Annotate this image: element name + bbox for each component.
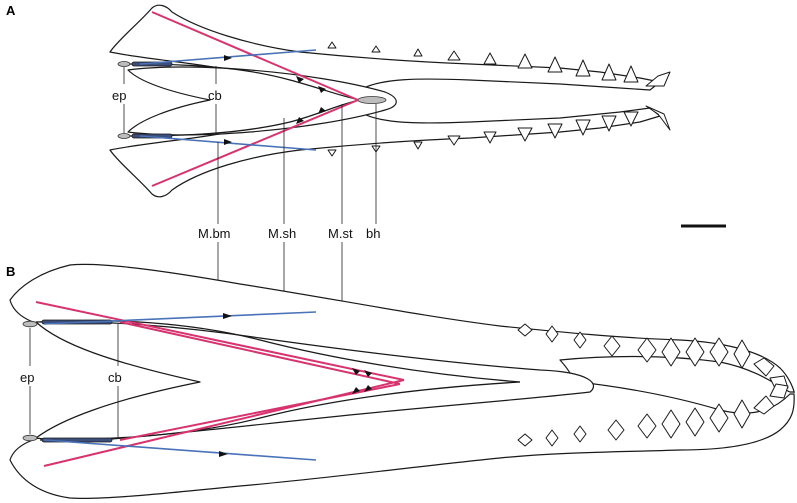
panel-a-cb-label: cb: [208, 88, 222, 103]
panel-a-pink-line-lower: [151, 99, 359, 187]
panel-a-ep-upper: [117, 61, 131, 67]
panel-b-arrow-pink-upper-2: [364, 370, 372, 377]
panel-b-ep-label: ep: [20, 370, 34, 385]
panel-a-label: A: [6, 3, 16, 18]
label-bh: bh: [366, 226, 380, 241]
panel-a-ep-label: ep: [112, 88, 126, 103]
panel-a-upper-teeth: [327, 41, 671, 87]
panel-b-cb-label: cb: [108, 370, 122, 385]
panel-b-label: B: [6, 264, 15, 279]
panel-b: B: [6, 263, 795, 499]
panel-b-upper-teeth: [517, 323, 789, 391]
panel-a-inner-lobe: [127, 66, 397, 136]
panel-b-arrow-blue-upper: [223, 313, 232, 319]
panel-a: A: [6, 3, 726, 228]
panel-b-cb-lower: [39, 381, 521, 441]
panel-b-arrow-pink-lower-2: [364, 385, 372, 392]
panel-a-lower-teeth: [327, 105, 671, 157]
panel-b-ep-upper: [22, 320, 38, 328]
panel-a-arrow-pink-lower: [296, 117, 304, 124]
panel-a-basihyal: [357, 96, 387, 104]
label-mbm: M.bm: [198, 226, 231, 241]
panel-b-arrow-pink-upper: [352, 368, 360, 375]
panel-b-lower-teeth: [517, 383, 789, 447]
panel-b-blue-line-lower: [43, 439, 317, 461]
panel-b-pink-line-upper-2: [119, 321, 401, 385]
panel-b-arrow-blue-lower: [219, 451, 228, 457]
panel-b-ep-lower: [22, 434, 38, 442]
panel-a-ep-lower: [117, 133, 131, 139]
label-msh: M.sh: [268, 226, 296, 241]
panel-a-arrow-pink-lower-2: [318, 107, 326, 114]
panel-a-arrow-pink-upper-2: [318, 86, 326, 93]
panel-b-inner-lobe: [35, 321, 595, 442]
panel-a-arrow-pink-upper: [296, 76, 304, 83]
panel-b-arrow-pink-lower: [352, 387, 360, 394]
panel-b-pink-line-upper: [35, 301, 405, 381]
label-mst: M.st: [328, 226, 353, 241]
panel-a-pink-line-upper: [151, 11, 359, 101]
panel-a-arrow-blue-upper: [224, 55, 232, 61]
panel-b-blue-line-upper: [43, 311, 317, 325]
panel-a-arrow-blue-lower: [224, 139, 232, 145]
